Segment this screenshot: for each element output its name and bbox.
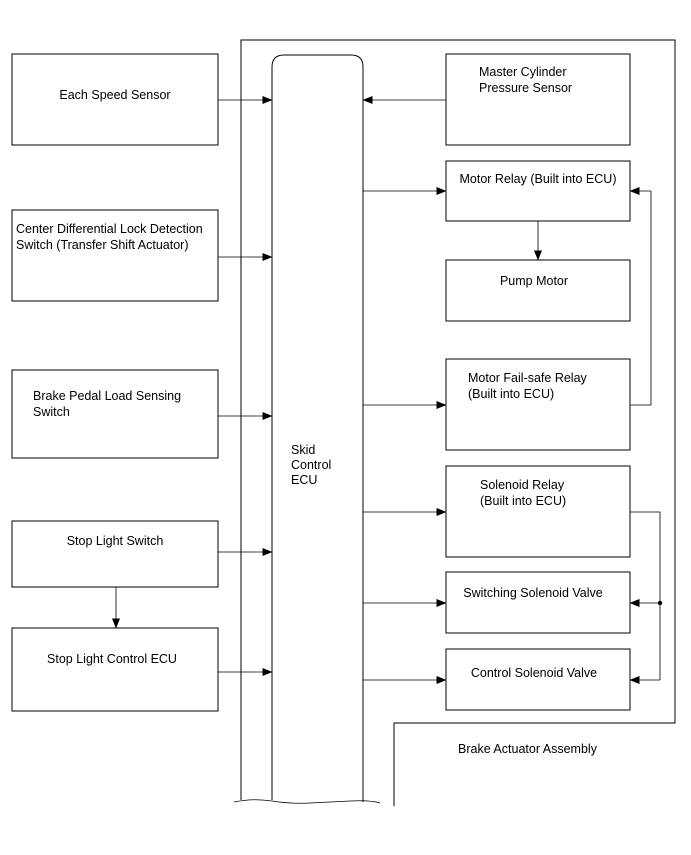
stop-light-control-ecu-box (11, 627, 219, 712)
center-differential-lock-detection-switch-label: Center Differential Lock Detection Switc… (16, 222, 206, 252)
each-speed-sensor-label: Each Speed Sensor (59, 88, 170, 102)
actuator-assembly-outline (240, 39, 676, 806)
brake-actuator-assembly-label: Brake Actuator Assembly (458, 742, 598, 756)
solenoid-relay-label: Solenoid Relay (Built into ECU) (480, 478, 568, 508)
brake-pedal-load-sensing-switch-box (11, 369, 219, 459)
motor-relay-box (445, 160, 631, 222)
skid-control-ecu-box (271, 54, 364, 802)
solenoid-relay-feed-line (630, 511, 661, 680)
solenoid-relay-box (445, 465, 631, 558)
each-speed-sensor-box (11, 53, 219, 146)
master-cylinder-pressure-sensor-label: Master Cylinder Pressure Sensor (479, 65, 572, 95)
skid-control-ecu-label: Skid Control ECU (291, 443, 335, 487)
stop-light-control-ecu-label: Stop Light Control ECU (47, 652, 177, 666)
motor-failsafe-relay-label: Motor Fail-safe Relay (Built into ECU) (468, 371, 590, 401)
stop-light-switch-box (11, 520, 219, 588)
brake-pedal-load-sensing-switch-label: Brake Pedal Load Sensing Switch (33, 389, 185, 419)
center-differential-lock-detection-switch-box (11, 209, 219, 302)
pump-motor-label: Pump Motor (500, 274, 568, 288)
stop-light-switch-label: Stop Light Switch (67, 534, 164, 548)
motor-relay-label: Motor Relay (Built into ECU) (460, 172, 617, 186)
motor-failsafe-relay-box (445, 358, 631, 451)
switching-solenoid-valve-box (445, 571, 631, 634)
master-cylinder-pressure-sensor-box (445, 53, 631, 146)
switching-solenoid-valve-label: Switching Solenoid Valve (463, 586, 602, 600)
failsafe-to-motor-relay-line (630, 191, 652, 406)
control-solenoid-valve-label: Control Solenoid Valve (471, 666, 597, 680)
ecu-break-line (233, 799, 381, 804)
control-solenoid-valve-box (445, 648, 631, 711)
pump-motor-box (445, 259, 631, 322)
solenoid-junction-dot (657, 600, 663, 606)
